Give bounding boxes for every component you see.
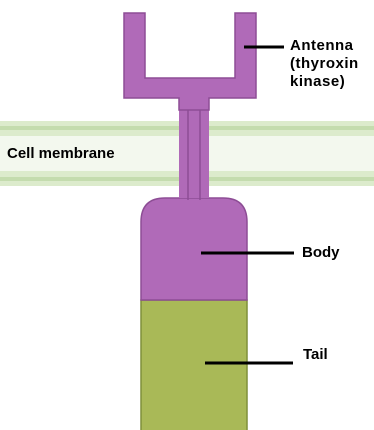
antenna-label-detail-1: (thyroxin	[290, 55, 359, 73]
body-label: Body	[302, 244, 340, 262]
antenna-label-title: Antenna	[290, 37, 359, 55]
receptor-tail	[141, 300, 247, 430]
receptor-body	[141, 198, 247, 300]
antenna-label-detail-2: kinase)	[290, 73, 359, 91]
antenna-label: Antenna (thyroxin kinase)	[290, 37, 359, 91]
receptor-stalk	[179, 98, 209, 198]
receptor-antenna	[124, 13, 256, 110]
cell-membrane-label: Cell membrane	[7, 145, 115, 163]
tail-label: Tail	[303, 346, 328, 364]
